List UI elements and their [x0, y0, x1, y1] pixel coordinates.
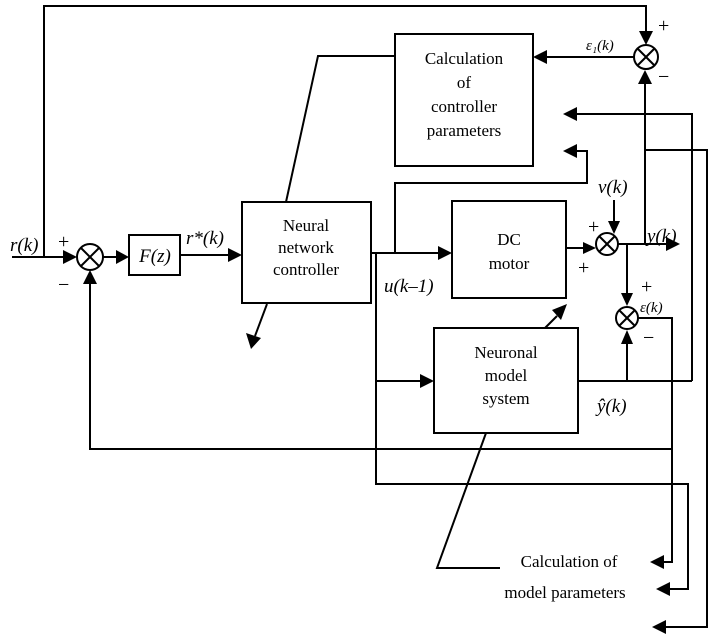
motor-to-output-sum-line: [566, 242, 596, 254]
neural-network-controller-block[interactable]: Neural network controller: [241, 201, 372, 304]
sign-model-error-plus: +: [641, 276, 652, 298]
output-to-model-error-line: [621, 244, 633, 306]
controller-to-motor-line: [371, 246, 452, 260]
nn-controller-line-2: network: [278, 238, 334, 257]
label-disturbance: v(k): [598, 177, 628, 198]
calc-model-params-block: Calculation of model parameters: [504, 552, 625, 602]
neuronal-model-system-block[interactable]: Neuronal model system: [433, 327, 579, 434]
sum-junction-output: [595, 232, 619, 256]
feedback-line: [83, 270, 672, 450]
neuronal-model-line-1: Neuronal: [474, 343, 538, 362]
output-to-calc-model-line: [645, 149, 708, 634]
label-model-error: ε(k): [640, 300, 663, 316]
calc-to-controller-line: [285, 55, 395, 203]
eps1-line: [533, 50, 634, 64]
reference-input-line: [12, 250, 77, 264]
output-to-top-sum-line: [638, 70, 652, 244]
model-output-line: [578, 330, 692, 382]
calc-controller-params-block[interactable]: Calculation of controller parameters: [394, 33, 534, 167]
calc-controller-line-4: parameters: [427, 121, 502, 140]
dc-motor-line-2: motor: [489, 254, 530, 273]
calc-model-line-1: Calculation of: [521, 552, 618, 571]
calc-model-line-2: model parameters: [504, 583, 625, 602]
control-to-model-line: [375, 253, 689, 596]
model-error-to-calc-model-line: [638, 317, 673, 569]
prefilter-to-controller-line: [180, 248, 242, 262]
sum-junction-input: [76, 243, 104, 271]
model-param-arrow: [544, 304, 567, 329]
sign-top-plus: +: [658, 15, 669, 37]
prefilter-block[interactable]: F(z): [128, 234, 181, 276]
controller-param-arrow: [246, 303, 268, 349]
control-to-calc-controller-line: [394, 144, 588, 253]
disturbance-line: [608, 200, 620, 234]
neuronal-model-line-2: model: [485, 366, 528, 385]
prefilter-label: F(z): [138, 246, 171, 267]
sign-output-plus-top: +: [588, 216, 599, 238]
dc-motor-block[interactable]: DC motor: [451, 200, 567, 299]
calc-model-to-neuronal-line: [435, 432, 500, 569]
neuronal-model-line-3: system: [482, 389, 529, 408]
sum-junction-model-error: [615, 306, 639, 330]
label-controller-error: ε₁(k): [586, 38, 614, 54]
sum-junction-top: [633, 44, 659, 70]
label-model-output: ŷ(k): [595, 396, 627, 417]
model-to-calc-controller-line: [563, 107, 693, 381]
sum-to-prefilter-line: [103, 250, 129, 264]
sign-output-plus-left: +: [578, 257, 589, 279]
nn-controller-line-3: controller: [273, 260, 339, 279]
calc-controller-line-3: controller: [431, 97, 497, 116]
nn-controller-line-1: Neural: [283, 216, 330, 235]
label-reference: r(k): [10, 235, 38, 256]
dc-motor-line-1: DC: [497, 230, 521, 249]
sign-model-error-minus: −: [643, 327, 654, 349]
reference-top-branch: [43, 5, 653, 257]
label-control-signal: u(k–1): [384, 276, 434, 297]
sign-input-minus: −: [58, 274, 69, 296]
sign-top-minus: −: [658, 66, 669, 88]
calc-controller-line-2: of: [457, 73, 472, 92]
calc-controller-line-1: Calculation: [425, 49, 504, 68]
sign-input-plus: +: [58, 231, 69, 253]
control-to-neuronal-model-line: [376, 374, 434, 388]
label-filtered-reference: r*(k): [186, 228, 224, 249]
label-output: y(k): [645, 226, 677, 247]
